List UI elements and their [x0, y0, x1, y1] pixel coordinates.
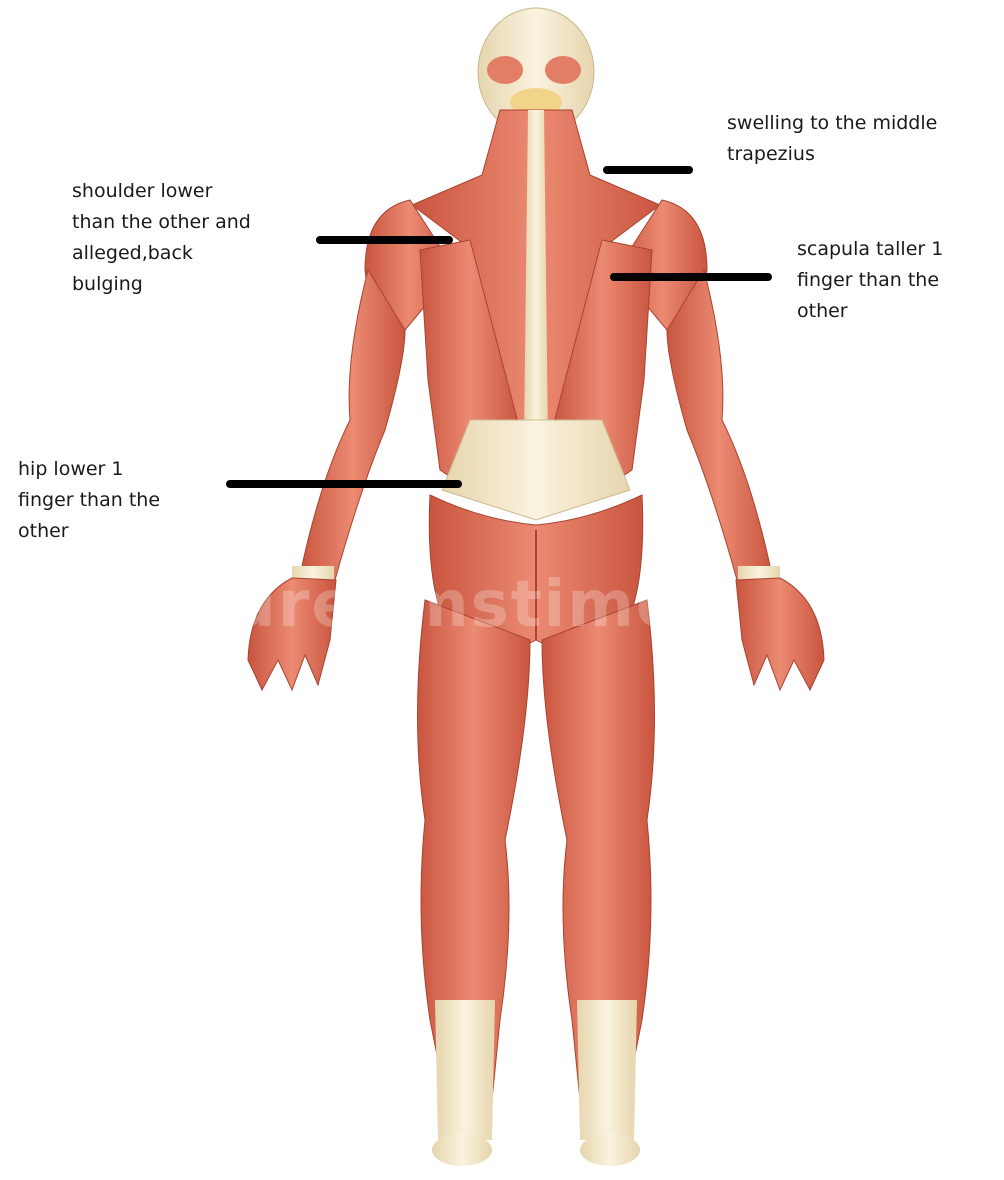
annotation-line: other [18, 516, 160, 547]
watermark: dreamstime [230, 568, 681, 642]
annotation-shoulder: shoulder lower than the other and allege… [72, 176, 251, 300]
leg-right [542, 600, 655, 1166]
annotation-line: than the other and [72, 207, 251, 238]
annotation-trapezius: swelling to the middle trapezius [727, 108, 937, 170]
annotation-line: alleged,back [72, 238, 251, 269]
annotation-line: other [797, 296, 943, 327]
annotation-line: finger than the [797, 265, 943, 296]
pointer-line-shoulder [316, 236, 453, 244]
annotation-hip: hip lower 1 finger than the other [18, 454, 160, 547]
annotation-line: bulging [72, 269, 251, 300]
leg-left [418, 600, 531, 1166]
arm-right [667, 270, 824, 690]
annotation-line: hip lower 1 [18, 454, 160, 485]
annotation-line: scapula taller 1 [797, 234, 943, 265]
annotation-scapula: scapula taller 1 finger than the other [797, 234, 943, 327]
pointer-line-scapula [610, 273, 772, 281]
annotation-line: trapezius [727, 139, 937, 170]
annotation-line: shoulder lower [72, 176, 251, 207]
annotation-line: swelling to the middle [727, 108, 937, 139]
pointer-line-trapezius [603, 166, 693, 174]
annotation-line: finger than the [18, 485, 160, 516]
pointer-line-hip [226, 480, 462, 488]
